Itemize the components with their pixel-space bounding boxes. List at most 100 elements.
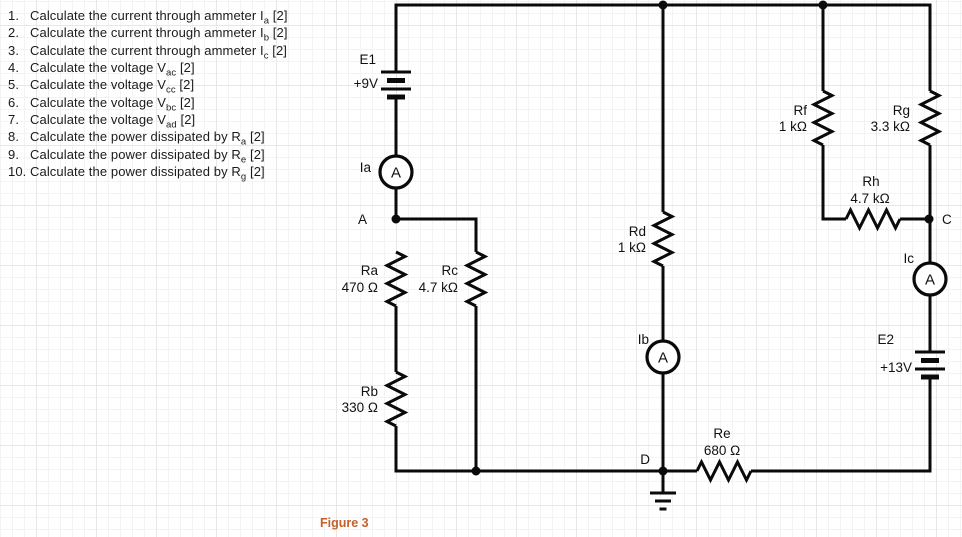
ammeter-ib xyxy=(645,339,681,375)
node-d-label: D xyxy=(640,452,650,467)
ammeter-ib-letter: A xyxy=(658,350,668,367)
ammeter-ia xyxy=(378,154,414,190)
resistor-rg-value: 3.3 kΩ xyxy=(871,119,910,134)
ammeter-ib-label: Ib xyxy=(638,332,649,347)
resistor-rf-name: Rf xyxy=(794,103,808,118)
wire xyxy=(394,426,663,473)
question-text: Calculate the current through ammeter Ic… xyxy=(30,42,288,62)
wire xyxy=(821,145,846,221)
question-marks: [2] xyxy=(246,129,265,145)
question-number: 3. xyxy=(8,42,20,58)
node-d-dot xyxy=(658,466,668,476)
question-text: Calculate the current through ammeter Ib… xyxy=(30,25,288,44)
battery-e2-name: E2 xyxy=(877,332,894,347)
question-number: 10. xyxy=(8,164,27,180)
question-number: 6. xyxy=(8,94,20,110)
battery-e2-icon xyxy=(915,350,945,380)
battery-e1-name: E1 xyxy=(359,52,376,67)
resistor-rd-name: Rd xyxy=(629,224,646,239)
wire xyxy=(396,217,478,252)
question-item-6: 6. Calculate the voltage Vbc [2] xyxy=(8,94,338,114)
question-item-1: 1. Calculate the current through ammeter … xyxy=(8,7,338,27)
question-subscript: c xyxy=(263,50,269,62)
resistor-rd-symbol xyxy=(650,210,676,268)
resistor-rc-value: 4.7 kΩ xyxy=(419,280,458,295)
question-marks: [2] xyxy=(176,94,195,110)
question-text: Calculate the power dissipated by Rg [2] xyxy=(30,164,265,183)
node-a-dot xyxy=(391,214,401,224)
question-item-8: 8. Calculate the power dissipated by Ra [… xyxy=(8,128,338,148)
question-marks: [2] xyxy=(246,164,265,180)
resistor-rc-name: Rc xyxy=(442,263,459,278)
resistor-rf-symbol xyxy=(810,89,836,147)
question-item-3: 3. Calculate the current through ammeter … xyxy=(8,42,338,62)
wire xyxy=(751,377,932,473)
resistor-rg-name: Rg xyxy=(893,103,910,118)
question-item-5: 5. Calculate the voltage Vcc [2] xyxy=(8,76,338,96)
question-marks: [2] xyxy=(246,146,265,162)
ground-icon xyxy=(650,471,676,511)
question-subscript: ac xyxy=(166,67,177,79)
question-number: 5. xyxy=(8,77,20,93)
node-c-dot xyxy=(924,214,934,224)
resistor-rb-symbol xyxy=(383,370,409,428)
question-text: Calculate the voltage Vad [2] xyxy=(30,112,196,131)
question-item-2: 2. Calculate the current through ammeter … xyxy=(8,24,338,44)
question-number: 1. xyxy=(8,8,20,23)
question-text: Calculate the power dissipated by Re [2] xyxy=(30,146,265,166)
question-text: Calculate the power dissipated by Ra [2] xyxy=(30,129,265,148)
ammeter-ia-letter: A xyxy=(391,165,401,182)
question-item-10: 10.Calculate the power dissipated by Rg … xyxy=(8,163,338,183)
question-text: Calculate the voltage Vac [2] xyxy=(30,60,195,79)
question-text: Calculate the current through ammeter Ia… xyxy=(30,8,288,27)
question-marks: [2] xyxy=(269,25,288,41)
resistor-re-symbol xyxy=(695,458,753,484)
resistor-ra-value: 470 Ω xyxy=(342,280,378,295)
question-marks: [2] xyxy=(176,60,195,76)
battery-e1-icon xyxy=(381,70,411,100)
question-item-4: 4. Calculate the voltage Vac [2] xyxy=(8,59,338,79)
question-subscript: bc xyxy=(166,102,177,114)
junction-dot xyxy=(818,0,828,10)
battery-e1-value: +9V xyxy=(354,76,378,91)
question-text: Calculate the voltage Vbc [2] xyxy=(30,94,195,114)
question-list: 1. Calculate the current through ammeter … xyxy=(8,7,338,183)
resistor-rb-value: 330 Ω xyxy=(342,400,378,415)
resistor-ra-name: Ra xyxy=(361,263,379,278)
resistor-rh-value: 4.7 kΩ xyxy=(850,191,889,206)
node-a-label: A xyxy=(358,212,367,227)
resistor-ra-symbol xyxy=(383,250,409,308)
question-marks: [2] xyxy=(268,42,288,58)
question-subscript: a xyxy=(263,15,270,27)
question-number: 9. xyxy=(8,146,20,162)
figure-caption: Figure 3 xyxy=(320,516,369,530)
question-subscript: a xyxy=(240,137,247,148)
resistor-rb-name: Rb xyxy=(361,384,378,399)
resistor-rh-symbol xyxy=(844,206,902,232)
question-number: 8. xyxy=(8,129,20,145)
ammeter-ic-letter: A xyxy=(925,272,935,289)
question-marks: [2] xyxy=(175,77,195,93)
question-subscript: b xyxy=(263,32,270,44)
question-marks: [2] xyxy=(269,8,288,23)
question-item-9: 9. Calculate the power dissipated by Re [… xyxy=(8,146,338,166)
question-subscript: e xyxy=(240,154,247,166)
resistor-re-value: 680 Ω xyxy=(704,443,740,458)
question-text: Calculate the voltage Vcc [2] xyxy=(30,77,195,96)
question-subscript: cc xyxy=(166,84,176,96)
junction-dot xyxy=(658,0,668,10)
question-marks: [2] xyxy=(176,112,196,128)
question-item-7: 7. Calculate the voltage Vad [2] xyxy=(8,111,338,131)
resistor-rg-symbol xyxy=(917,89,943,147)
resistor-rd-value: 1 kΩ xyxy=(618,240,646,255)
question-number: 7. xyxy=(8,112,20,128)
question-number: 4. xyxy=(8,60,20,76)
ammeter-ia-label: Ia xyxy=(360,160,372,175)
question-number: 2. xyxy=(8,25,20,41)
resistor-rf-value: 1 kΩ xyxy=(779,119,807,134)
battery-e2-value: +13V xyxy=(880,360,912,375)
resistor-rc-symbol xyxy=(463,250,489,308)
junction-dot xyxy=(471,466,481,476)
resistor-re-name: Re xyxy=(713,426,730,441)
